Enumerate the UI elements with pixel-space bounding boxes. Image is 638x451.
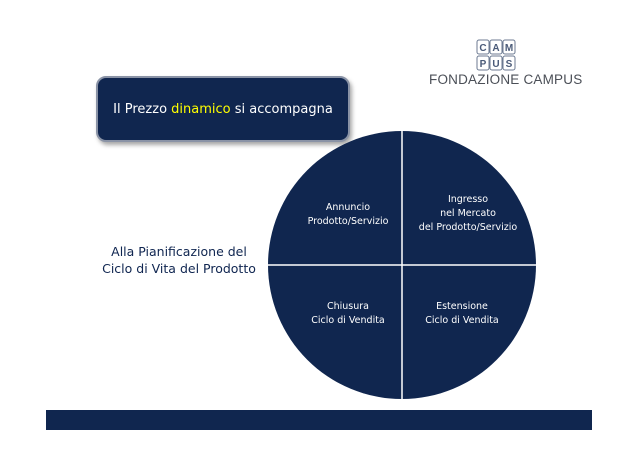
quadrant-estensione: Estensione Ciclo di Vendita [414,300,510,328]
quadrant-ingresso: Ingresso nel Mercato del Prodotto/Serviz… [412,193,524,235]
footer-bar [46,410,592,430]
title-pre: Il Prezzo [113,101,172,117]
quadrant-line: Ciclo di Vendita [425,315,499,326]
side-label-line: Ciclo di Vita del Prodotto [102,261,256,276]
quadrant-line: Chiusura [326,301,369,312]
quadrant-line: Prodotto/Servizio [307,216,389,227]
fondazione-campus-logo: C A M P U S FONDAZIONE CAMPUS [425,38,582,90]
quadrant-chiusura: Chiusura Ciclo di Vendita [304,300,392,328]
logo-letter: S [506,59,513,70]
logo-letter: A [492,43,499,54]
quadrant-line: del Prodotto/Servizio [418,222,518,233]
quadrant-line: Ciclo di Vendita [311,315,385,326]
title-highlight: dinamico [171,101,231,117]
quadrant-line: Annuncio [325,202,371,213]
logo-letter: C [479,43,486,54]
campus-logo-icon: C A M P U S [476,39,516,71]
logo-letter: M [505,43,513,54]
logo-letter: U [492,59,499,70]
quadrant-line: nel Mercato [440,208,496,219]
title-box: Il Prezzo dinamico si accompagna [96,76,350,142]
quadrant-annuncio: Annuncio Prodotto/Servizio [304,201,392,229]
logo-text: FONDAZIONE CAMPUS [429,72,583,87]
quadrant-line: Ingresso [447,194,489,205]
side-label-line: Alla Pianificazione del [111,244,247,259]
title-text: Il Prezzo dinamico si accompagna [113,102,333,117]
quadrant-line: Estensione [436,301,488,312]
title-post: si accompagna [230,101,333,117]
logo-letter: P [480,59,487,70]
side-label: Alla Pianificazione del Ciclo di Vita de… [100,243,258,277]
